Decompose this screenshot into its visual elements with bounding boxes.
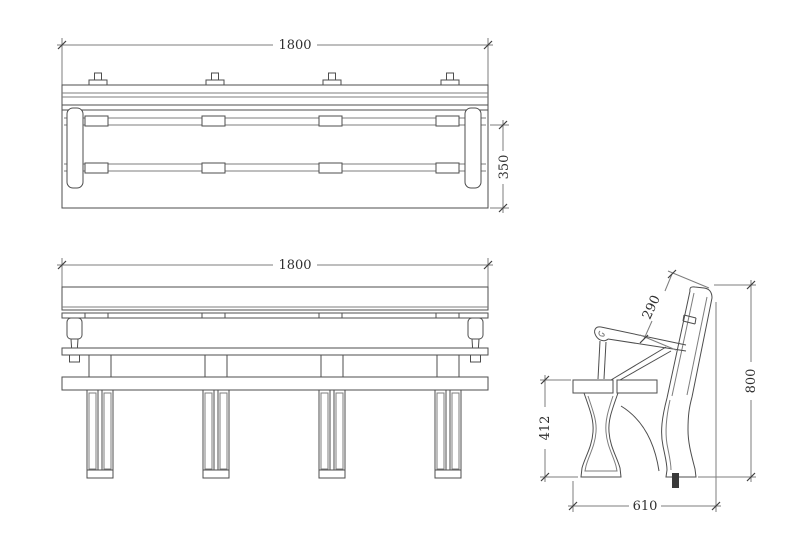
front-view: 1800 [57, 258, 493, 479]
armrest-plan-left [66, 107, 84, 189]
backrest-board-gap [682, 314, 697, 325]
dim-overall-depth-label: 610 [633, 499, 658, 514]
front-leg-inner-line [584, 395, 618, 472]
dim-top-depth-label: 350 [497, 155, 512, 180]
dimension-overall-depth: 610 [568, 302, 721, 514]
dimension-top-depth: 350 [490, 120, 512, 213]
leg-front-3 [318, 389, 346, 479]
seat-slat-side-1 [572, 379, 614, 394]
leg-front-2 [202, 389, 230, 479]
backrest-front [61, 286, 489, 319]
side-view: 290 800 412 [538, 269, 759, 514]
backrest-board-line-rear [686, 296, 708, 396]
dim-overall-height-label: 800 [744, 369, 759, 394]
seat-slat-side-2 [616, 379, 658, 394]
legs-front [86, 389, 462, 479]
front-leg-profile [580, 392, 622, 478]
dimension-front-width: 1800 [57, 258, 493, 288]
dim-seat-height-label: 412 [538, 416, 553, 441]
dim-front-width-label: 1800 [278, 258, 311, 273]
top-view: 1800 [57, 38, 512, 213]
dimension-top-width: 1800 [57, 38, 493, 88]
seat-body-plan [61, 104, 489, 209]
anchor-bolt [672, 473, 679, 488]
back-cap-bar [61, 84, 489, 106]
seat-front [61, 347, 489, 391]
dimension-overall-height: 800 [698, 280, 759, 482]
leg-front-1 [86, 389, 114, 479]
rear-leg-inner-line [665, 399, 672, 471]
leg-front-4 [434, 389, 462, 479]
armrest-plan-right [464, 107, 482, 189]
leg-arch [620, 405, 660, 472]
dim-top-width-label: 1800 [278, 38, 311, 53]
dimension-seat-height: 412 [538, 375, 578, 482]
